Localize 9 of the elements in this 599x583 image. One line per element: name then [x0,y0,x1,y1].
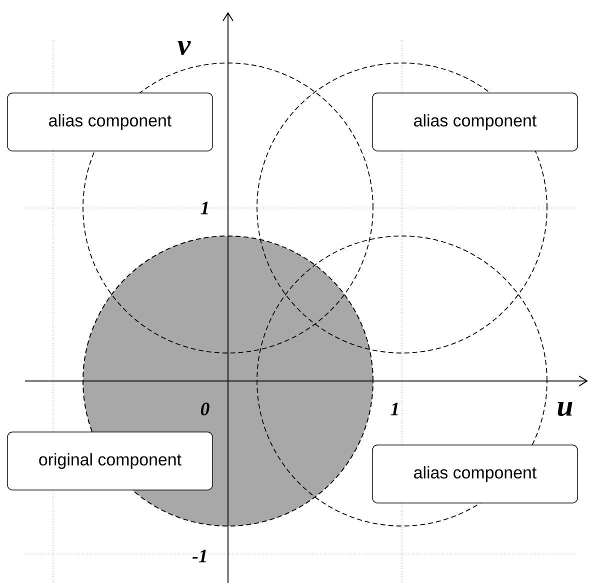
axis-label: -1 [192,550,206,562]
axis-label: u [558,402,572,416]
axis-label: 1 [200,202,208,214]
axis-label: v [178,40,191,55]
label-box: alias component [372,92,578,152]
label-box: alias component [372,444,578,504]
axis-label: 1 [390,402,398,416]
label-box: alias component [7,92,213,152]
label-box: original component [7,432,213,490]
